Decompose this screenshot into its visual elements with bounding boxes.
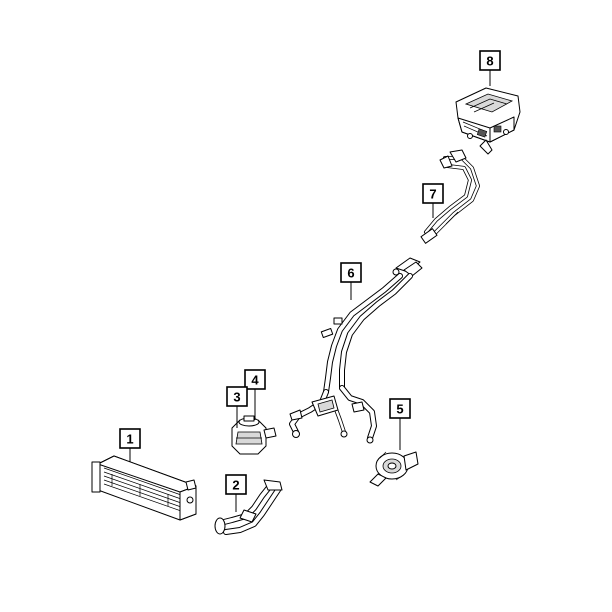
callout-7: 7 [422, 183, 444, 204]
svg-text:2: 2 [232, 478, 239, 493]
part-6-hose-assembly [289, 257, 423, 444]
svg-text:8: 8 [486, 54, 493, 69]
svg-text:3: 3 [233, 390, 240, 405]
part-3-4-reservoir [231, 415, 277, 455]
part-2-hose [214, 479, 283, 535]
callout-8: 8 [479, 50, 501, 71]
part-1-radiator [91, 455, 197, 521]
callout-2: 2 [225, 474, 247, 495]
svg-text:6: 6 [347, 266, 354, 281]
part-7-hose [420, 149, 480, 244]
svg-text:4: 4 [251, 373, 259, 388]
callout-4: 4 [244, 369, 266, 390]
svg-text:1: 1 [126, 432, 133, 447]
svg-text:7: 7 [429, 187, 436, 202]
callout-5: 5 [389, 398, 411, 419]
part-5-pump [369, 451, 419, 487]
svg-text:5: 5 [396, 402, 403, 417]
callout-6: 6 [340, 262, 362, 283]
callout-1: 1 [119, 428, 141, 449]
callout-3: 3 [226, 386, 248, 407]
part-8-module [455, 87, 521, 155]
